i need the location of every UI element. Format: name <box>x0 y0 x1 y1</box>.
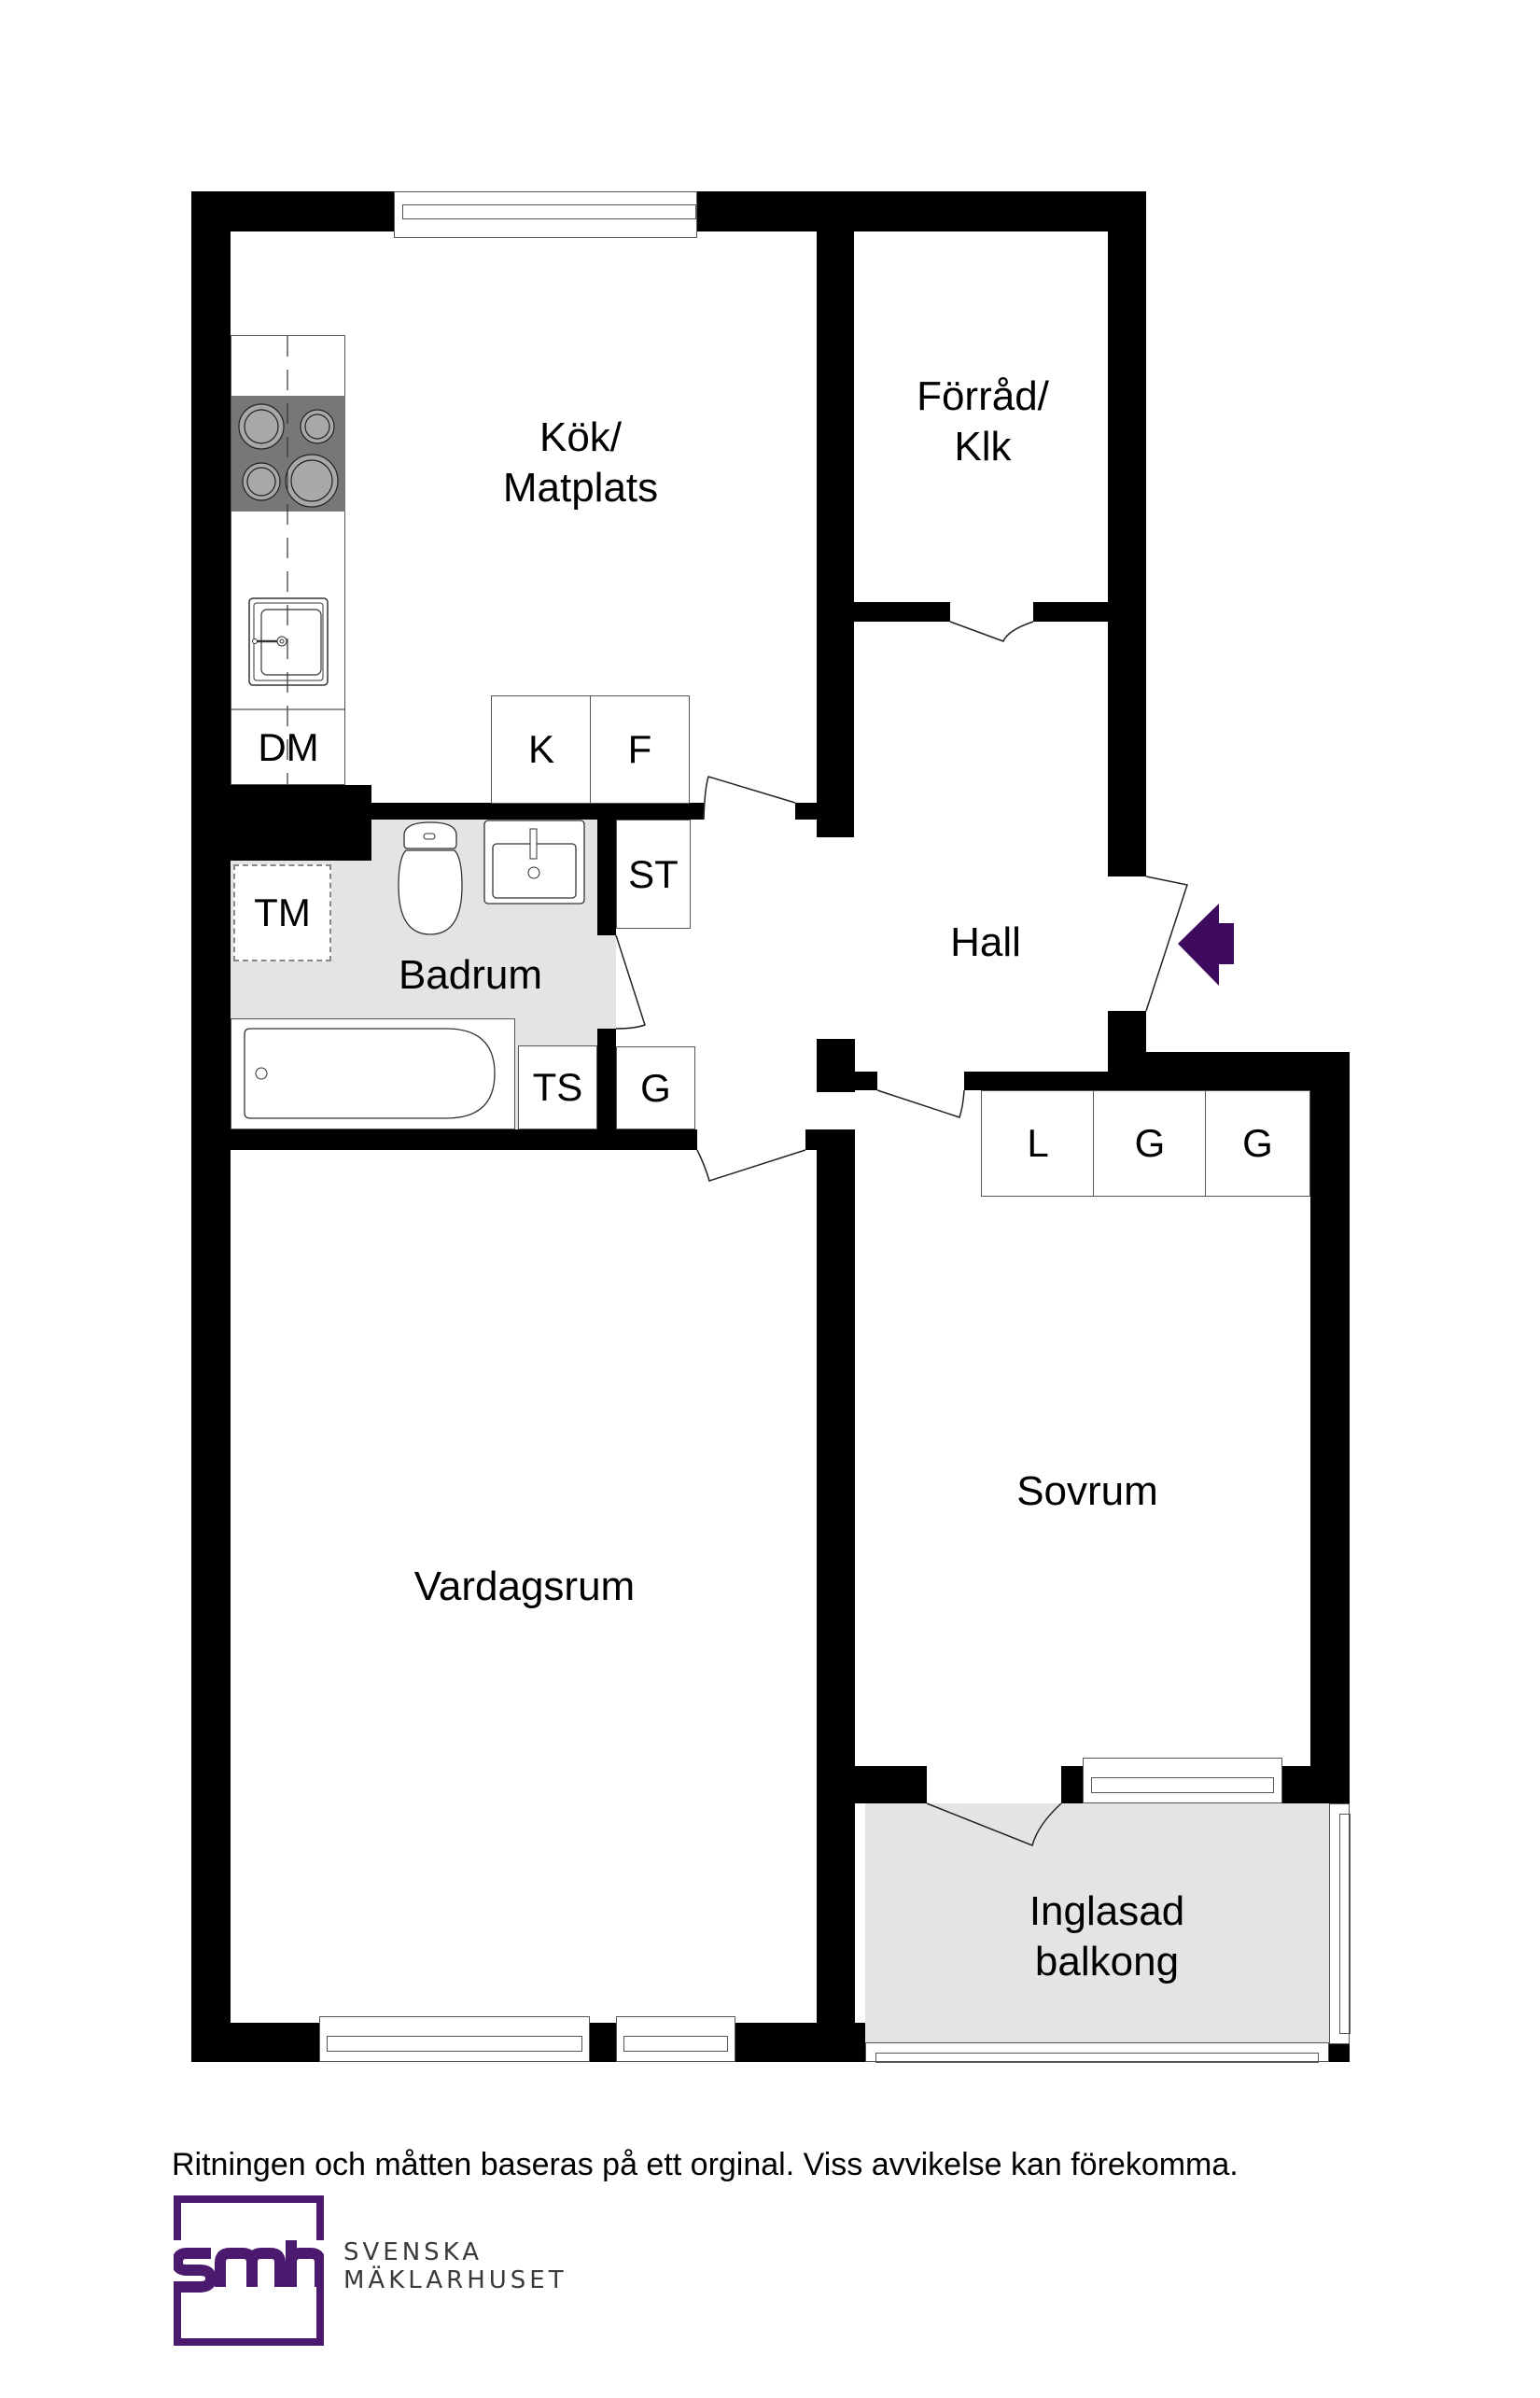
wall-bottom-mid <box>590 2023 616 2062</box>
bathtub <box>231 1018 515 1129</box>
window-kitchen <box>394 191 697 238</box>
wall-top-right <box>697 191 1146 231</box>
wall-bottom-left <box>191 2023 319 2062</box>
wall-bedroom-bottom-right-a <box>1061 1766 1083 1803</box>
window-balcony-right <box>1329 1803 1351 2044</box>
bathroom-sink <box>483 820 585 905</box>
room-label-living-room: Vardagsrum <box>413 1564 636 1609</box>
room-label-balcony: Inglasad balkong <box>1029 1888 1185 1984</box>
kitchen-sink <box>248 597 329 686</box>
fridge-box: K <box>491 695 592 804</box>
room-label-hall: Hall <box>950 919 1021 965</box>
washing-machine-label: TM <box>254 890 311 934</box>
wall-left <box>191 191 231 2062</box>
wall-storage-bottom-right <box>1033 602 1108 622</box>
stove <box>231 396 345 512</box>
bedroom-wardrobe-1: G <box>1093 1090 1207 1197</box>
wall-bedroom-bottom-right-b <box>1282 1766 1350 1803</box>
washing-machine-box: TM <box>233 864 331 961</box>
smh-logo-icon <box>171 2195 326 2346</box>
cleaning-cabinet-box: ST <box>616 820 691 929</box>
wall-bed-left-stub <box>817 1072 877 1090</box>
wall-bedroom-right <box>1310 1052 1350 1803</box>
dishwasher-label: DM <box>258 725 319 769</box>
wall-bedroom-top-outer <box>1108 1052 1350 1090</box>
logo-text-line1: SVENSKA <box>343 2238 483 2266</box>
room-label-kitchen: Kök/ Matplats <box>502 414 659 511</box>
window-bedroom <box>1083 1758 1282 1803</box>
wall-living-door-stub <box>805 1129 824 1150</box>
dryer-box: TS <box>518 1045 597 1129</box>
wall-bath-right-upper <box>597 820 616 935</box>
bedroom-wardrobe-2: G <box>1205 1090 1310 1197</box>
wall-bath-bottom <box>191 1129 697 1150</box>
window-balcony-bottom <box>865 2042 1329 2063</box>
disclaimer-text: Ritningen och måtten baseras på ett orgi… <box>172 2147 1239 2182</box>
logo-text-line2: MÄKLARHUSET <box>343 2266 567 2294</box>
linen-closet-box: L <box>981 1090 1095 1197</box>
wall-bottom-right <box>735 2023 865 2062</box>
wall-bath-right-lower <box>597 1029 616 1129</box>
room-label-bedroom: Sovrum <box>1016 1468 1158 1514</box>
entrance-arrow-icon <box>1178 904 1234 986</box>
window-living-2 <box>616 2016 735 2062</box>
hall-wardrobe-box: G <box>616 1046 695 1129</box>
balcony-floor <box>865 1803 1329 2062</box>
wall-living-right <box>817 1129 855 2062</box>
freezer-box: F <box>590 695 690 804</box>
wall-kitchen-door-stub <box>795 803 854 820</box>
wall-bath-corner-block <box>191 785 371 861</box>
wall-bedroom-bottom-left <box>817 1766 927 1803</box>
wall-kitchen-right <box>817 191 854 837</box>
wall-balcony-corner <box>1329 2044 1350 2062</box>
window-living-1 <box>319 2016 590 2062</box>
wall-storage-right <box>1108 191 1146 876</box>
toilet <box>397 820 464 937</box>
wall-storage-bottom-left <box>854 602 950 622</box>
room-label-bathroom: Badrum <box>398 952 543 998</box>
room-label-storage: Förråd/ Klk <box>917 373 1049 470</box>
